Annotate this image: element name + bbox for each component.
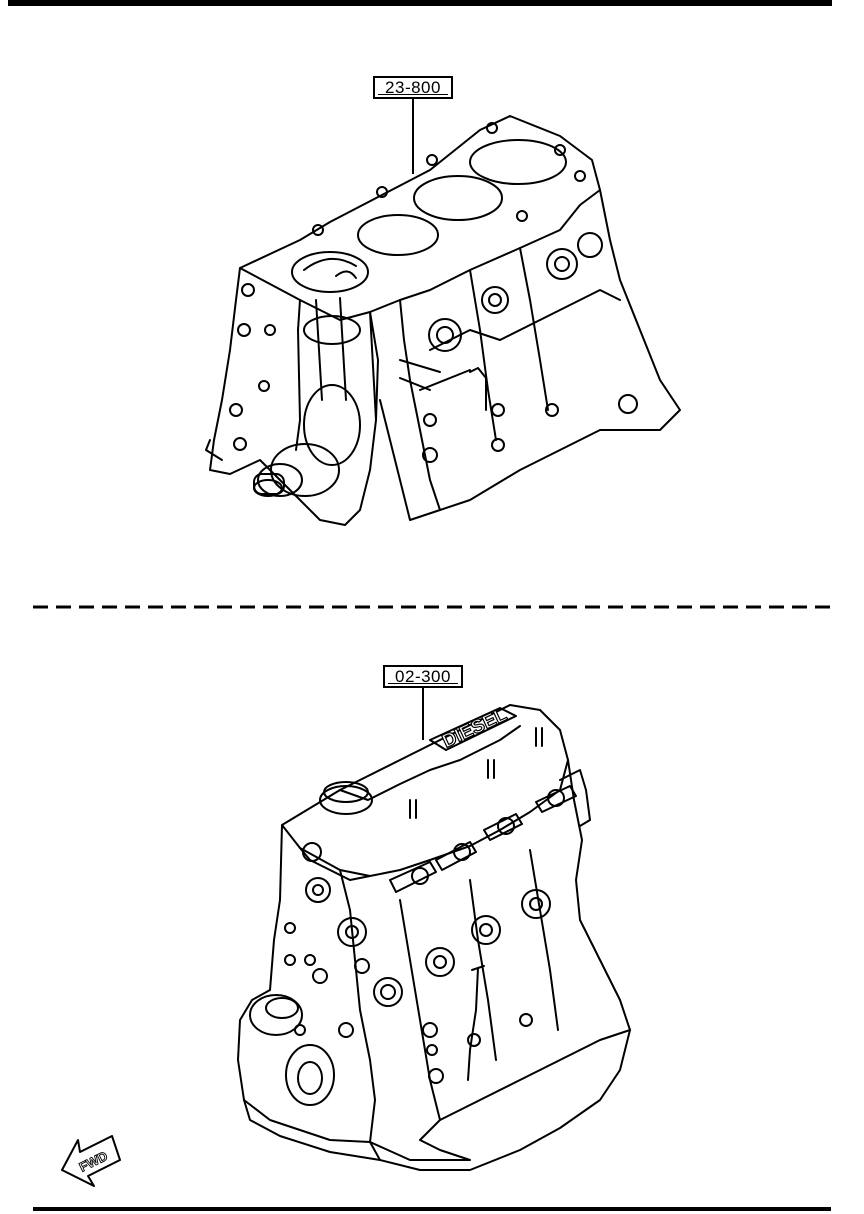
diesel-marking: DIESEL	[439, 704, 510, 752]
engine-assembly-illustration	[237, 704, 631, 1171]
fwd-arrow-icon: FWD	[61, 1135, 121, 1187]
part-callout-cylinder-block[interactable]: 23-800	[373, 76, 453, 99]
top-rule	[8, 0, 832, 6]
bottom-rule	[33, 1207, 831, 1211]
leader-line-cylinder-block	[412, 99, 414, 174]
part-callout-engine-assembly[interactable]: 02-300	[383, 665, 463, 688]
leader-line-engine-assembly	[422, 688, 424, 740]
